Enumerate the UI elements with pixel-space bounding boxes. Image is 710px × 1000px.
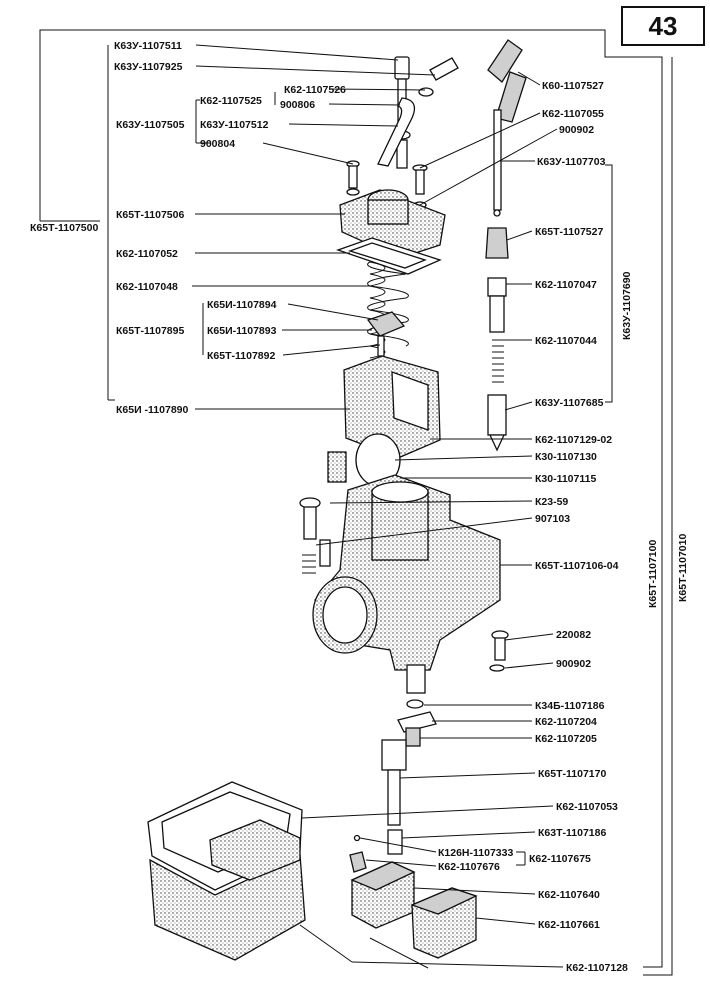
page-number-box: 43 — [621, 6, 705, 46]
needle-jet-part — [485, 227, 509, 452]
label-900902-bottom: 900902 — [556, 658, 591, 670]
throttle-spring-part — [367, 261, 409, 359]
label-k63u-1107685: К63У-1107685 — [535, 397, 604, 409]
label-k62-1107053: К62-1107053 — [556, 801, 618, 813]
label-k63u-1107505: К63У-1107505 — [116, 119, 185, 131]
part-labels: К63У-1107511 К63У-1107925 К62-1107526 К6… — [30, 40, 689, 974]
bent-tube-part — [377, 97, 416, 167]
label-k65t-1107500: К65Т-1107500 — [30, 222, 98, 234]
lower-jets-part — [381, 699, 437, 855]
label-k65t-1107892: К65Т-1107892 — [207, 350, 275, 362]
label-k65t-1107170: К65Т-1107170 — [538, 768, 606, 780]
label-k65t-1107100: К65Т-1107100 — [647, 540, 659, 608]
label-k62-1107044: К62-1107044 — [535, 335, 597, 347]
label-k65i-1107890: К65И -1107890 — [116, 404, 189, 416]
label-k62-1107128: К62-1107128 — [566, 962, 628, 974]
cable-cap-part — [487, 39, 527, 123]
label-907103: 907103 — [535, 513, 570, 525]
page-number: 43 — [649, 11, 678, 41]
label-k65i-1107894: К65И-1107894 — [207, 299, 277, 311]
carburetor-body-part — [312, 474, 501, 694]
label-k65t-1107506: К65Т-1107506 — [116, 209, 184, 221]
cable-adjuster-part — [418, 57, 459, 97]
label-k62-1107048: К62-1107048 — [116, 281, 178, 293]
label-k62-1107205: К62-1107205 — [535, 733, 597, 745]
label-k60-1107527: К60-1107527 — [542, 80, 604, 92]
float-needle-part — [349, 834, 367, 873]
label-k65t-1107895: К65Т-1107895 — [116, 325, 184, 337]
label-k62-1107676: К62-1107676 — [438, 861, 500, 873]
label-k34b-1107186: К34Б-1107186 — [535, 700, 605, 712]
label-k63t-1107186: К63Т-1107186 — [538, 827, 606, 839]
label-k62-1107129-02: К62-1107129-02 — [535, 434, 612, 446]
label-k62-1107661: К62-1107661 — [538, 919, 600, 931]
label-k65t-1107010: К65Т-1107010 — [677, 534, 689, 602]
label-k62-1107055: К62-1107055 — [542, 108, 604, 120]
idle-screws-part — [299, 451, 347, 574]
label-220082: 220082 — [556, 629, 591, 641]
gasket-part — [336, 237, 442, 275]
label-900806: 900806 — [280, 99, 315, 111]
assembly-brackets — [39, 29, 673, 976]
label-k63u-1107512: К63У-1107512 — [200, 119, 269, 131]
label-k63u-1107511: К63У-1107511 — [114, 40, 182, 52]
label-k62-1107640: К62-1107640 — [538, 889, 600, 901]
label-k126n-1107333: К126Н-1107333 — [438, 847, 513, 859]
label-k62-1107525: К62-1107525 — [200, 95, 262, 107]
throttle-slide-part — [343, 355, 441, 487]
label-k62-1107526: К62-1107526 — [284, 84, 346, 96]
body-screw-part — [489, 630, 509, 672]
label-k63u-1107703: К63У-1107703 — [537, 156, 606, 168]
label-k30-1107130: К30-1107130 — [535, 451, 597, 463]
label-k65t-1107106-04: К65Т-1107106-04 — [535, 560, 619, 572]
label-k62-1107204: К62-1107204 — [535, 716, 597, 728]
needle-clip-part — [366, 311, 406, 357]
small-screws-part — [346, 160, 428, 209]
label-k62-1107047: К62-1107047 — [535, 279, 597, 291]
label-k30-1107115: К30-1107115 — [535, 473, 596, 485]
float-chamber-part — [147, 781, 306, 961]
label-900902-top: 900902 — [559, 124, 594, 136]
leader-lines — [192, 44, 564, 968]
label-900804: 900804 — [200, 138, 235, 150]
label-k63u-1107690: К63У-1107690 — [621, 271, 633, 340]
label-k65t-1107527: К65Т-1107527 — [535, 226, 603, 238]
parts-drawing — [147, 39, 527, 969]
label-k65i-1107893: К65И-1107893 — [207, 325, 277, 337]
label-k62-1107052: К62-1107052 — [116, 248, 178, 260]
floats-part — [350, 861, 478, 969]
label-k63u-1107925: К63У-1107925 — [114, 61, 183, 73]
label-k23-59: К23-59 — [535, 496, 568, 508]
label-k62-1107675: К62-1107675 — [529, 853, 591, 865]
